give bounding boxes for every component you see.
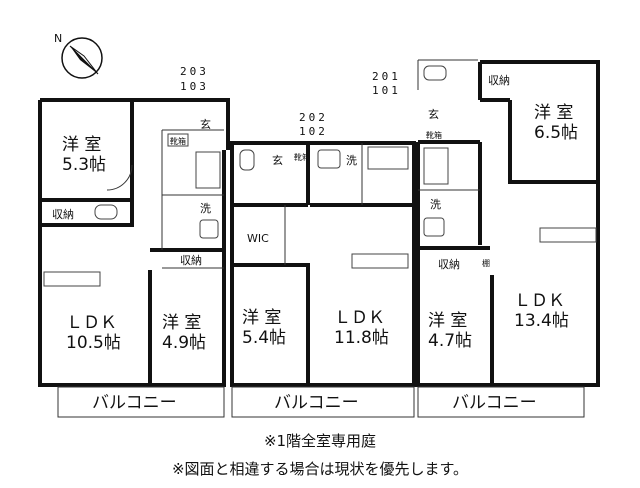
- mid-toilet: [239, 149, 255, 171]
- unit-number-202: 202: [299, 111, 328, 124]
- right-ldk-size: 13.4帖: [514, 311, 569, 331]
- left-ldk-size: 10.5帖: [66, 333, 121, 353]
- mid-ldk-name: ＬＤＫ: [334, 308, 385, 328]
- right-wash-label: 洗: [430, 198, 441, 211]
- unit-number-201: 201: [372, 70, 401, 83]
- mid-sink: [317, 149, 341, 169]
- left-western-room-size: 5.3帖: [62, 155, 106, 175]
- floor-plan: N 203 103 202 102 201 101 洋 室 5.3帖 収納: [38, 32, 600, 418]
- left-western2-room-size: 4.9帖: [162, 333, 206, 353]
- right-shoebox-label: 靴箱: [426, 130, 442, 140]
- right-ldk-name: ＬＤＫ: [514, 291, 565, 311]
- compass: N: [54, 32, 103, 79]
- left-storage2-label: 収納: [180, 254, 202, 267]
- unit-number-101: 101: [372, 84, 401, 97]
- left-sink: [199, 219, 219, 239]
- balcony-label-left: バルコニー: [92, 393, 177, 413]
- right-balcony: [417, 386, 585, 418]
- unit-right: 玄 靴箱 収納 洋 室 6.5帖 洗 収納 棚 洋 室 4.7帖 ＬＤＫ 13.…: [416, 59, 600, 418]
- mid-wic-label: WIC: [247, 232, 269, 245]
- note-current-condition: ※図面と相違する場合は現状を優先します。: [171, 460, 469, 478]
- compass-needle-tail: [69, 45, 99, 75]
- right-storage-label: 収納: [438, 258, 460, 271]
- mid-wash-label: 洗: [346, 154, 357, 167]
- right-western-top-room-name: 洋 室: [534, 103, 573, 123]
- left-ldk-name: ＬＤＫ: [66, 313, 117, 333]
- right-western-top-room-size: 6.5帖: [534, 123, 578, 143]
- unit-left: 洋 室 5.3帖 収納 玄 靴箱 洗 収納 ＬＤＫ 10.5帖 洋 室 4.9帖: [38, 98, 230, 418]
- unit-middle: 玄 靴箱 洗 WIC 洋 室 5.4帖 ＬＤＫ 11.8帖: [230, 141, 416, 418]
- mid-ldk-size: 11.8帖: [334, 328, 389, 348]
- left-balcony: [57, 386, 225, 418]
- note-private-garden: ※1階全室専用庭: [263, 432, 377, 450]
- mid-entrance-label: 玄: [272, 153, 283, 167]
- left-toilet: [94, 204, 118, 220]
- right-western-room-name: 洋 室: [428, 311, 467, 331]
- right-bathtub: [423, 147, 449, 185]
- mid-shoebox-label: 靴箱: [294, 152, 310, 162]
- mid-bathtub: [367, 146, 409, 170]
- right-shelf-label: 棚: [482, 258, 490, 268]
- left-storage-label: 収納: [52, 208, 74, 221]
- left-bathtub: [195, 151, 221, 189]
- mid-kitchen-counter: [351, 253, 409, 269]
- left-kitchen-counter: [43, 271, 101, 287]
- right-entrance-label: 玄: [428, 107, 439, 121]
- mid-western-room-size: 5.4帖: [242, 328, 286, 348]
- left-western2-room-name: 洋 室: [162, 313, 201, 333]
- mid-western-room-name: 洋 室: [242, 308, 281, 328]
- left-shoebox-label: 靴箱: [170, 136, 186, 146]
- balcony-label-middle: バルコニー: [274, 393, 359, 413]
- unit-number-102: 102: [299, 125, 328, 138]
- right-storage-top-label: 収納: [488, 74, 510, 87]
- compass-north-label: N: [54, 32, 62, 45]
- unit-number-103: 103: [180, 80, 209, 93]
- right-sink: [423, 217, 445, 237]
- right-kitchen-counter: [539, 227, 597, 243]
- left-wash-label: 洗: [200, 202, 211, 215]
- balcony-label-right: バルコニー: [452, 393, 537, 413]
- right-western-room-size: 4.7帖: [428, 331, 472, 351]
- unit-number-203: 203: [180, 65, 209, 78]
- left-entrance-label: 玄: [200, 117, 211, 131]
- left-western-room-name: 洋 室: [62, 135, 101, 155]
- mid-balcony: [231, 386, 415, 418]
